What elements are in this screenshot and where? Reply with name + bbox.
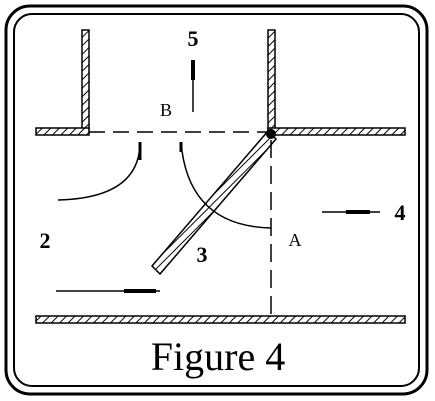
swing-arc-left [57,141,141,201]
label-a: A [289,230,302,250]
label-4: 4 [395,200,406,225]
wall-right-vertical [267,29,276,133]
label-b: B [160,100,172,120]
figure-caption: Figure 4 [151,334,285,379]
label-5: 5 [188,26,199,51]
wall-bottom-horizontal [35,315,406,324]
swing-arc-right [180,141,272,229]
pivot-point [266,129,276,139]
wall-top-right-horizontal [267,127,406,136]
outer-frame [4,4,429,396]
inner-frame [13,13,420,387]
diagonal-partition [150,129,278,276]
wall-left-vertical [81,29,90,133]
label-2: 2 [40,228,51,253]
label-3: 3 [197,242,208,267]
wall-top-left-horizontal [35,127,90,136]
